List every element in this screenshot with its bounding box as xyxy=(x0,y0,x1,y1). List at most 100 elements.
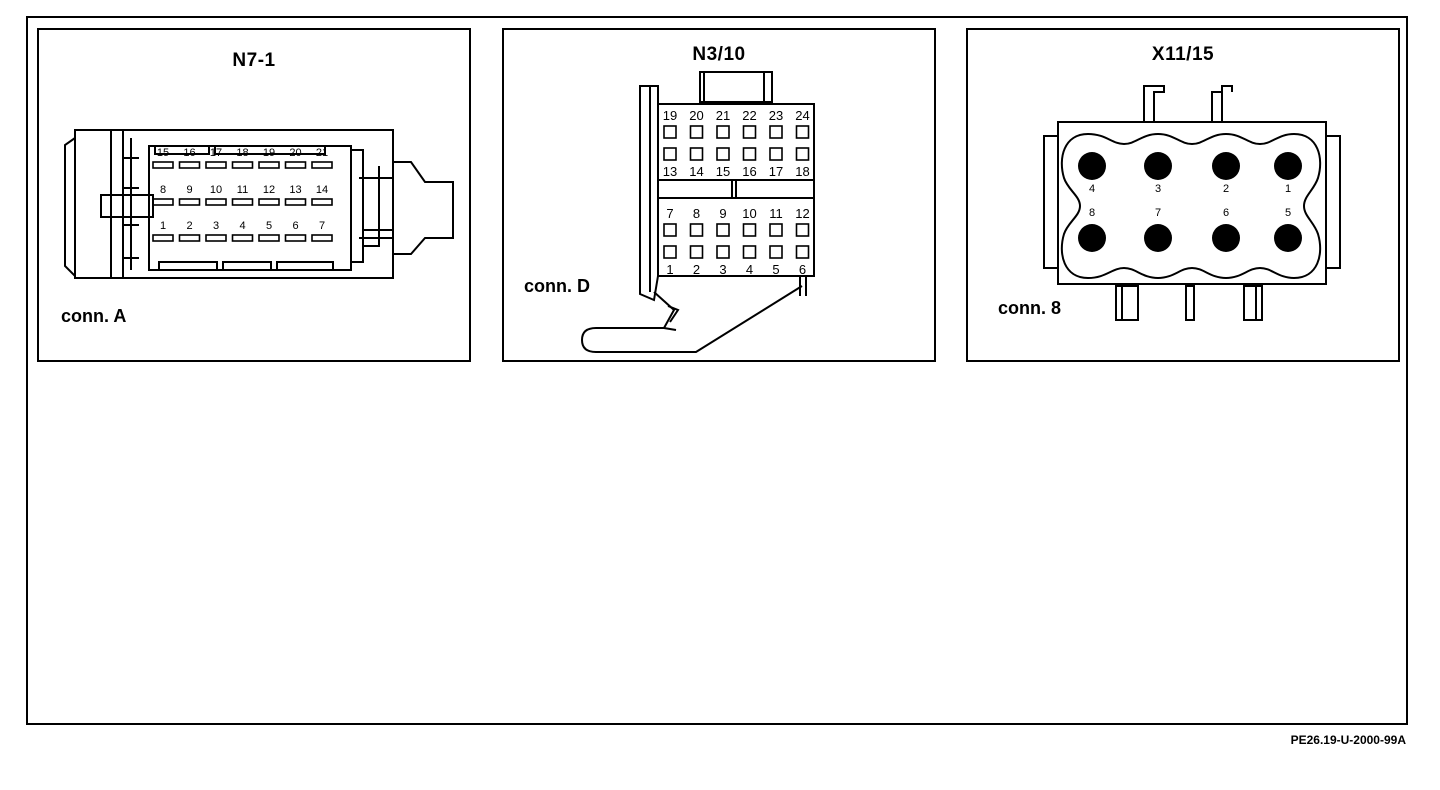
pin-label: 5 xyxy=(266,220,272,232)
pin-slot xyxy=(284,161,307,169)
panel-title: N7-1 xyxy=(232,50,276,71)
pin-cavity xyxy=(716,147,730,161)
pin-cavity xyxy=(716,245,730,259)
pin-label: 2 xyxy=(186,220,192,232)
pin-slot xyxy=(311,161,333,169)
pin-label: 2 xyxy=(1223,183,1229,195)
pin-label: 3 xyxy=(1155,183,1161,195)
pin-label: 18 xyxy=(795,164,809,179)
pin-slot xyxy=(258,234,280,242)
pin-label: 16 xyxy=(742,164,756,179)
pin-slot xyxy=(178,161,201,169)
pin-label: 20 xyxy=(689,108,703,123)
pin-slot xyxy=(152,234,174,242)
pin-cavity xyxy=(769,223,783,237)
pin-slot xyxy=(258,161,280,169)
pin-slot xyxy=(205,161,227,169)
pin-label: 6 xyxy=(799,262,806,277)
pin-slot xyxy=(178,234,201,242)
diagram-frame xyxy=(26,16,1408,725)
pin-cavity xyxy=(742,147,757,161)
pin-label: 21 xyxy=(716,108,730,123)
pin-slot xyxy=(152,161,174,169)
pin-label: 8 xyxy=(693,206,700,221)
pin-contact xyxy=(1212,152,1240,180)
pin-slot xyxy=(311,234,333,242)
pin-label: 12 xyxy=(795,206,809,221)
pin-label: 14 xyxy=(316,184,328,196)
pin-label: 8 xyxy=(1089,207,1095,219)
pin-cavity xyxy=(689,125,704,139)
pin-label: 24 xyxy=(795,108,809,123)
pin-label: 9 xyxy=(186,184,192,196)
pin-contact xyxy=(1144,152,1172,180)
pin-label: 11 xyxy=(237,184,248,196)
pin-label: 12 xyxy=(263,184,275,196)
connector-label: conn. D xyxy=(524,276,590,296)
panel-title: N3/10 xyxy=(692,44,746,65)
pin-label: 6 xyxy=(292,220,298,232)
pin-label: 1 xyxy=(160,220,166,232)
pin-contact xyxy=(1078,224,1106,252)
pin-label: 15 xyxy=(157,147,169,159)
panel-title: X11/15 xyxy=(1151,44,1215,65)
pin-cavity xyxy=(795,245,810,259)
pin-contact xyxy=(1274,152,1302,180)
pin-cavity xyxy=(663,147,677,161)
pin-slot xyxy=(231,234,254,242)
pin-label: 3 xyxy=(719,262,726,277)
pin-label: 7 xyxy=(319,220,325,232)
pin-label: 4 xyxy=(1089,183,1095,195)
pin-label: 10 xyxy=(742,206,756,221)
pin-cavity xyxy=(795,223,810,237)
pin-cavity xyxy=(689,245,704,259)
pin-cavity xyxy=(716,223,730,237)
pin-cavity xyxy=(769,125,783,139)
pin-slot xyxy=(231,198,254,206)
pin-label: 5 xyxy=(1285,207,1291,219)
pin-label: 17 xyxy=(210,147,222,159)
pin-cavity xyxy=(769,147,783,161)
pin-slot xyxy=(231,161,254,169)
pin-slot xyxy=(258,198,280,206)
pin-label: 7 xyxy=(666,206,673,221)
pin-label: 13 xyxy=(289,184,301,196)
pin-label: 4 xyxy=(239,220,245,232)
pin-label: 2 xyxy=(693,262,700,277)
pin-label: 11 xyxy=(769,206,783,221)
pin-cavity xyxy=(795,125,810,139)
pin-contact xyxy=(1144,224,1172,252)
pin-label: 17 xyxy=(769,164,783,179)
pin-label: 16 xyxy=(183,147,195,159)
pin-slot xyxy=(284,234,307,242)
pin-label: 21 xyxy=(316,147,328,159)
pin-contact xyxy=(1212,224,1240,252)
pin-label: 22 xyxy=(742,108,756,123)
pin-label: 19 xyxy=(663,108,677,123)
pin-cavity xyxy=(663,245,677,259)
pin-cavity xyxy=(742,245,757,259)
pin-label: 6 xyxy=(1223,207,1229,219)
pin-cavity xyxy=(689,223,704,237)
figure-code: PE26.19-U-2000-99A xyxy=(1290,733,1406,747)
pin-label: 20 xyxy=(289,147,301,159)
pin-slot xyxy=(205,234,227,242)
pin-cavity xyxy=(663,125,677,139)
pin-cavity xyxy=(689,147,704,161)
pin-slot xyxy=(284,198,307,206)
pin-contact xyxy=(1078,152,1106,180)
connector-label: conn. A xyxy=(61,306,127,326)
pin-contact xyxy=(1274,224,1302,252)
pin-label: 3 xyxy=(213,220,219,232)
pin-cavity xyxy=(663,223,677,237)
pin-label: 7 xyxy=(1155,207,1161,219)
pin-cavity xyxy=(742,223,757,237)
pin-label: 13 xyxy=(663,164,677,179)
pin-label: 15 xyxy=(716,164,730,179)
pin-label: 1 xyxy=(666,262,673,277)
